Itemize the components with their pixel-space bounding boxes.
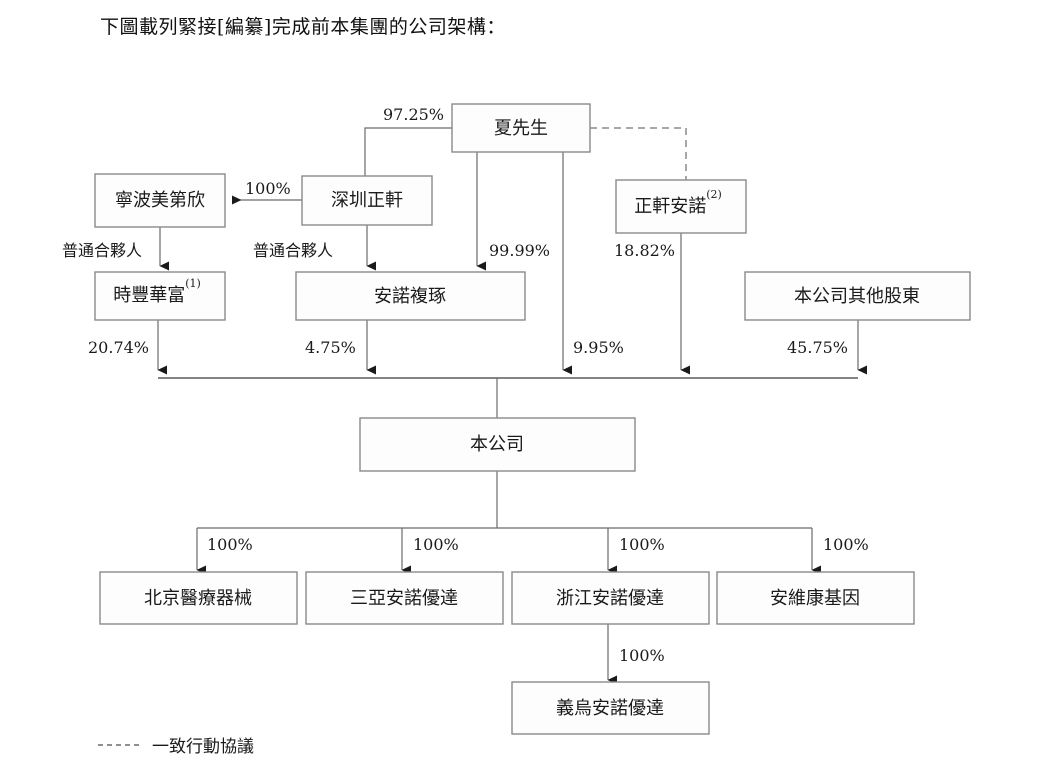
edge-label-annuofuzhuo-to-company: 4.75% bbox=[305, 338, 356, 357]
edge-label-xia-to-annuofuzhuo: 99.99% bbox=[489, 241, 550, 260]
edge-label-xia-to-shenzhen: 97.25% bbox=[383, 105, 444, 124]
node-mr-xia-label: 夏先生 bbox=[494, 118, 548, 139]
edge-label-company-to-sanya: 100% bbox=[413, 535, 459, 554]
edge-label-zhejiang-to-yiwu: 100% bbox=[619, 646, 665, 665]
edge-label-xia-to-company: 9.95% bbox=[573, 338, 624, 357]
node-anweikang-genetics-label: 安維康基因 bbox=[770, 588, 860, 609]
node-anweikang-genetics[interactable] bbox=[716, 571, 915, 625]
edge-label-zhengxuanannuo-to-company: 18.82% bbox=[614, 241, 675, 260]
edge-label-company-to-beijing: 100% bbox=[207, 535, 253, 554]
node-zhengxuan-annuo-label: 正軒安諾(2) bbox=[634, 188, 722, 218]
node-beijing-medical[interactable] bbox=[99, 571, 298, 625]
node-beijing-medical-label: 北京醫療器械 bbox=[144, 588, 252, 609]
node-zhengxuan-annuo[interactable] bbox=[615, 179, 747, 234]
edge-concert-party-dashed bbox=[590, 127, 687, 186]
node-sanya-annuo-youda-label: 三亞安諾優達 bbox=[350, 588, 458, 609]
node-ningbo-meidixin-label: 寧波美第欣 bbox=[115, 190, 205, 211]
node-sanya-annuo-youda[interactable] bbox=[305, 571, 504, 625]
edge-label-ningbo-to-shifeng: 普通合夥人 bbox=[62, 241, 142, 260]
legend-concert-party-label: 一致行動協議 bbox=[152, 737, 254, 757]
edge-label-company-to-zhejiang: 100% bbox=[619, 535, 665, 554]
node-mr-xia[interactable] bbox=[451, 103, 591, 153]
node-the-company-label: 本公司 bbox=[470, 434, 524, 455]
edge-label-shenzhen-to-annuofuzhuo: 普通合夥人 bbox=[253, 241, 333, 260]
edge-label-company-to-anweikang: 100% bbox=[823, 535, 869, 554]
node-zhengxuan-annuo-footnote: (2) bbox=[706, 188, 722, 201]
node-other-shareholders-label: 本公司其他股東 bbox=[794, 286, 920, 307]
node-shifeng-huafu-footnote: (1) bbox=[185, 277, 201, 290]
node-yiwu-annuo-youda[interactable] bbox=[511, 681, 710, 735]
node-annuo-fuzhuo-label: 安諾複琢 bbox=[374, 286, 446, 307]
edge-label-shenzhen-to-ningbo: 100% bbox=[245, 179, 291, 198]
intro-paragraph: 下圖載列緊接[編纂]完成前本集團的公司架構： bbox=[100, 16, 506, 38]
node-ningbo-meidixin[interactable] bbox=[94, 173, 226, 228]
node-zhejiang-annuo-youda-label: 浙江安諾優達 bbox=[556, 588, 664, 609]
node-annuo-fuzhuo[interactable] bbox=[295, 271, 526, 321]
node-shenzhen-zhengxuan[interactable] bbox=[301, 175, 433, 226]
node-shifeng-huafu[interactable] bbox=[94, 271, 226, 321]
node-the-company[interactable] bbox=[359, 417, 636, 472]
edge-label-others-to-company: 45.75% bbox=[787, 338, 848, 357]
node-shifeng-huafu-label: 時豐華富(1) bbox=[113, 277, 201, 307]
node-yiwu-annuo-youda-label: 義烏安諾優達 bbox=[556, 698, 664, 719]
node-zhejiang-annuo-youda[interactable] bbox=[511, 571, 710, 625]
edge-xia-to-shenzhen bbox=[364, 127, 452, 176]
node-shenzhen-zhengxuan-label: 深圳正軒 bbox=[331, 190, 403, 211]
edge-label-shifeng-to-company: 20.74% bbox=[88, 338, 149, 357]
node-other-shareholders[interactable] bbox=[744, 271, 971, 321]
